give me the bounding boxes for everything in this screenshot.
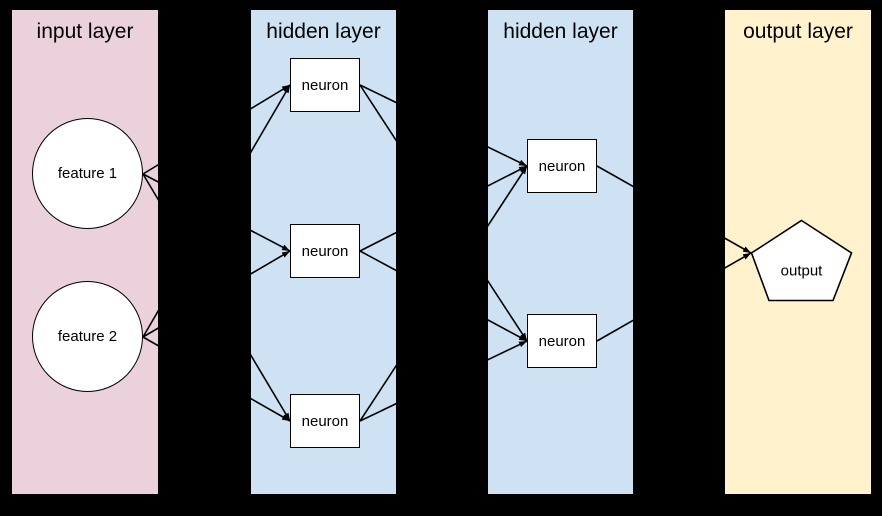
edge-h1n1-h2n1 — [359, 84, 528, 167]
node-output-label: output — [780, 262, 823, 280]
node-feature1: feature 1 — [32, 118, 143, 229]
edge-h2n1-out — [596, 165, 752, 254]
layer-title-hidden2: hidden layer — [503, 20, 618, 43]
edge-h2n2-out — [596, 252, 752, 342]
node-hidden2-neuron1: neuron — [527, 139, 597, 193]
node-feature2: feature 2 — [32, 281, 143, 392]
layer-title-hidden1: hidden layer — [266, 20, 381, 43]
node-hidden2-neuron2: neuron — [527, 314, 597, 368]
node-hidden1-neuron3: neuron — [290, 394, 360, 448]
layer-panel-input: input layer — [12, 10, 158, 494]
edge-h1n2-h2n2 — [359, 250, 528, 342]
pentagon-shape — [750, 219, 853, 302]
node-output: output — [750, 219, 853, 302]
edge-h1n3-h2n2 — [359, 340, 528, 422]
edge-feature1-h1n1 — [142, 84, 291, 175]
node-hidden2-neuron1-label: neuron — [538, 157, 586, 175]
node-feature1-label: feature 1 — [57, 165, 118, 182]
layer-title-output: output layer — [743, 20, 853, 43]
edge-feature1-h1n3 — [142, 173, 291, 422]
node-hidden1-neuron2-label: neuron — [301, 242, 349, 260]
layer-title-input: input layer — [36, 20, 134, 43]
node-hidden1-neuron3-label: neuron — [301, 412, 349, 430]
edge-feature2-h1n3 — [142, 336, 291, 422]
edge-h1n2-h2n1 — [359, 165, 528, 252]
node-feature2-label: feature 2 — [57, 328, 118, 345]
node-hidden1-neuron1: neuron — [290, 58, 360, 112]
layer-panel-hidden2: hidden layer — [488, 10, 633, 494]
node-hidden2-neuron2-label: neuron — [538, 332, 586, 350]
node-hidden1-neuron2: neuron — [290, 224, 360, 278]
edge-h1n1-h2n2 — [359, 84, 528, 342]
edge-feature2-h1n2 — [142, 250, 291, 338]
edge-feature2-h1n1 — [142, 84, 291, 338]
node-hidden1-neuron1-label: neuron — [301, 76, 349, 94]
edge-h1n3-h2n1 — [359, 165, 528, 422]
